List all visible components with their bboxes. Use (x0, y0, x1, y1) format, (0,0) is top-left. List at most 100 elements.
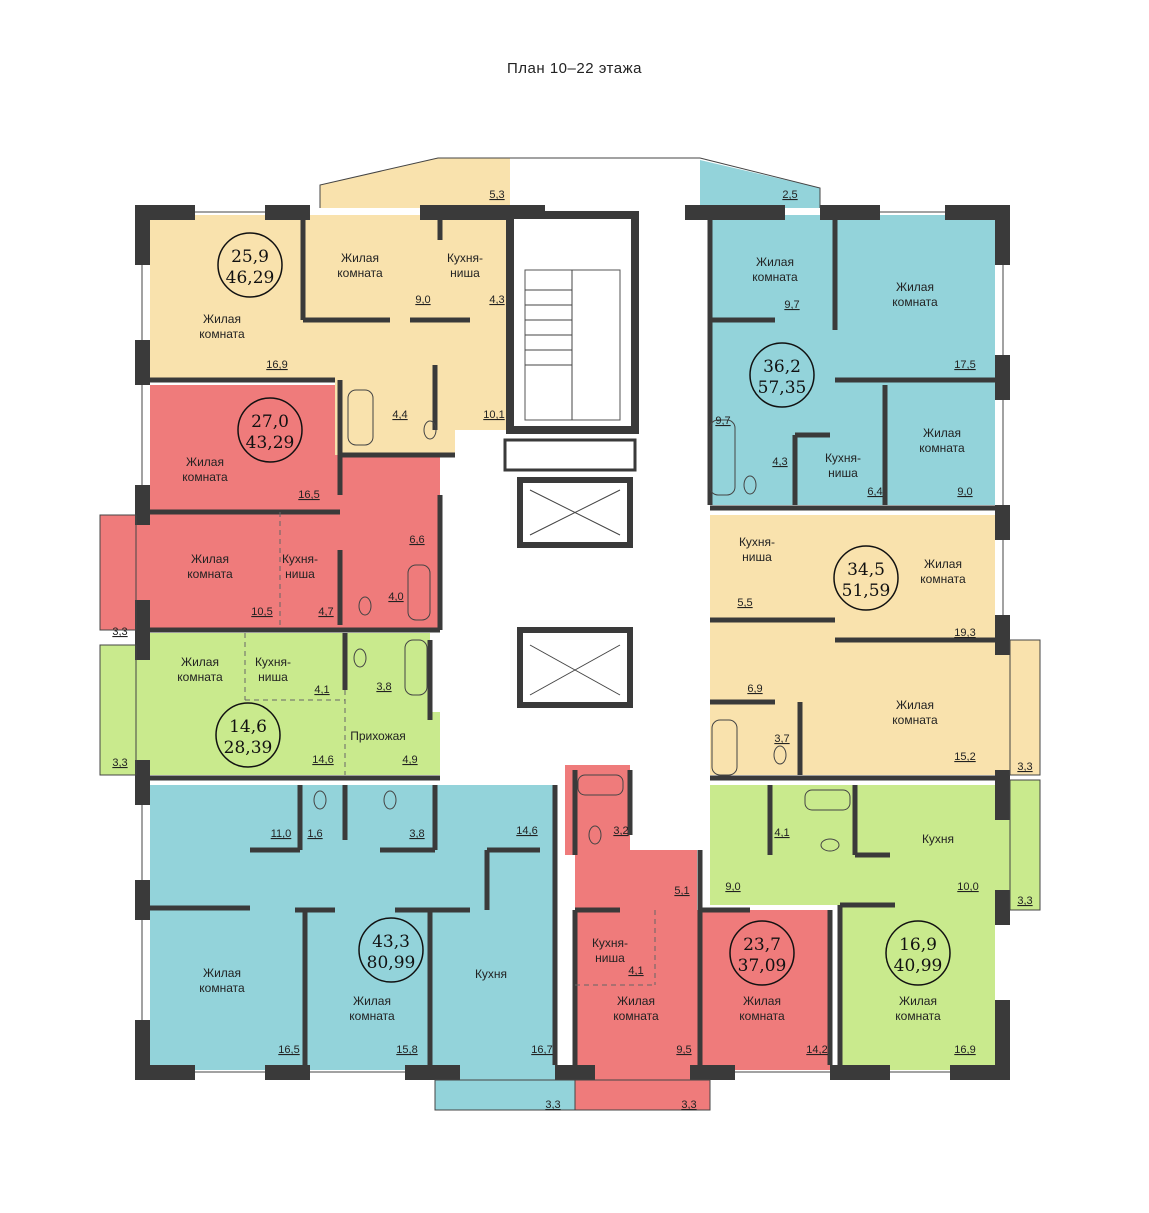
bathroom-fixtures (313, 389, 851, 852)
area-label: 15,2 (954, 751, 975, 763)
area-label: 4,3 (772, 456, 787, 468)
svg-text:34,5: 34,5 (847, 560, 885, 580)
apt-blue-sw-fill (150, 785, 575, 1110)
apartment-badge-red-s: 23,7 37,09 (729, 920, 795, 986)
svg-text:37,09: 37,09 (738, 956, 787, 976)
svg-text:57,35: 57,35 (758, 378, 807, 398)
area-label: 3,2 (613, 825, 628, 837)
svg-text:23,7: 23,7 (743, 935, 781, 955)
room-areas: 5,3 9,0 4,3 16,9 4,4 10,1 16,5 6,6 10,5 … (112, 189, 1032, 1111)
area-label: 14,2 (806, 1044, 827, 1056)
area-label: 14,6 (516, 825, 537, 837)
area-label: 9,7 (715, 415, 730, 427)
apt-yellow-nw-fill (150, 158, 510, 455)
area-label: 4,1 (314, 684, 329, 696)
area-label: 6,4 (867, 486, 882, 498)
area-label: 16,7 (531, 1044, 552, 1056)
area-label: 3,3 (112, 757, 127, 769)
svg-text:80,99: 80,99 (367, 953, 416, 973)
area-label: 9,0 (725, 881, 740, 893)
apartment-badge-red-w: 27,0 43,29 (237, 397, 303, 463)
area-label: 4,7 (318, 606, 333, 618)
apartment-badge-blue-ne: 36,2 57,35 (749, 342, 815, 408)
room-label-kitchen: Кухня (475, 967, 507, 981)
area-label: 5,1 (674, 885, 689, 897)
area-label: 4,1 (774, 827, 789, 839)
area-label: 11,0 (271, 828, 292, 840)
area-label: 5,5 (737, 597, 752, 609)
area-label: 6,9 (747, 683, 762, 695)
apt-green-w-fill (100, 633, 440, 775)
room-label-hallway: Прихожая (350, 729, 406, 743)
area-label: 1,6 (307, 828, 322, 840)
svg-text:40,99: 40,99 (894, 956, 943, 976)
apt-blue-ne-fill (700, 160, 995, 505)
apt-yellow-e-fill (710, 515, 1040, 775)
svg-text:16,9: 16,9 (899, 935, 937, 955)
stair-elevator-core (503, 211, 639, 708)
area-label: 10,1 (483, 409, 504, 421)
svg-text:25,9: 25,9 (231, 247, 269, 267)
area-label: 3,3 (681, 1099, 696, 1111)
area-label: 3,7 (774, 733, 789, 745)
area-label: 9,7 (784, 299, 799, 311)
svg-text:27,0: 27,0 (251, 412, 289, 432)
svg-text:36,2: 36,2 (763, 357, 801, 377)
area-label: 9,5 (676, 1044, 691, 1056)
area-label: 4,3 (489, 294, 504, 306)
apartment-badge-green-se: 16,9 40,99 (885, 920, 951, 986)
area-label: 19,3 (954, 627, 975, 639)
room-label: Кухня-ниша (739, 535, 775, 564)
area-label: 5,3 (489, 189, 504, 201)
area-label: 15,8 (396, 1044, 417, 1056)
room-label: Кухня-ниша (255, 655, 291, 684)
area-label: 4,1 (628, 965, 643, 977)
outer-walls (99, 157, 1041, 1111)
area-label: 10,5 (251, 606, 272, 618)
svg-text:14,6: 14,6 (229, 717, 267, 737)
area-label: 16,9 (954, 1044, 975, 1056)
area-label: 3,3 (112, 626, 127, 638)
area-label: 17,5 (954, 359, 975, 371)
plan-title: План 10–22 этажа (507, 60, 642, 77)
area-label: 10,0 (957, 881, 978, 893)
room-label: Кухня-ниша (592, 936, 628, 965)
svg-text:28,39: 28,39 (224, 738, 273, 758)
area-label: 2,5 (782, 189, 797, 201)
area-label: 16,5 (278, 1044, 299, 1056)
apartment-badge-green-w: 14,6 28,39 (215, 702, 281, 768)
apartment-badge-yellow-e: 34,5 51,59 (833, 545, 899, 611)
area-label: 9,0 (957, 486, 972, 498)
area-label: 3,8 (409, 828, 424, 840)
area-label: 3,3 (545, 1099, 560, 1111)
room-label-kitchen: Кухня (922, 832, 954, 846)
area-label: 4,0 (388, 591, 403, 603)
area-label: 3,3 (1017, 761, 1032, 773)
area-label: 9,0 (415, 294, 430, 306)
area-label: 4,9 (402, 754, 417, 766)
svg-text:46,29: 46,29 (226, 268, 275, 288)
apartment-badge-yellow-nw: 25,9 46,29 (217, 232, 283, 298)
area-label: 14,6 (312, 754, 333, 766)
room-label: Кухня-ниша (447, 251, 483, 280)
svg-text:43,3: 43,3 (372, 932, 410, 952)
svg-text:43,29: 43,29 (246, 433, 295, 453)
area-label: 3,3 (1017, 895, 1032, 907)
area-label: 3,8 (376, 681, 391, 693)
